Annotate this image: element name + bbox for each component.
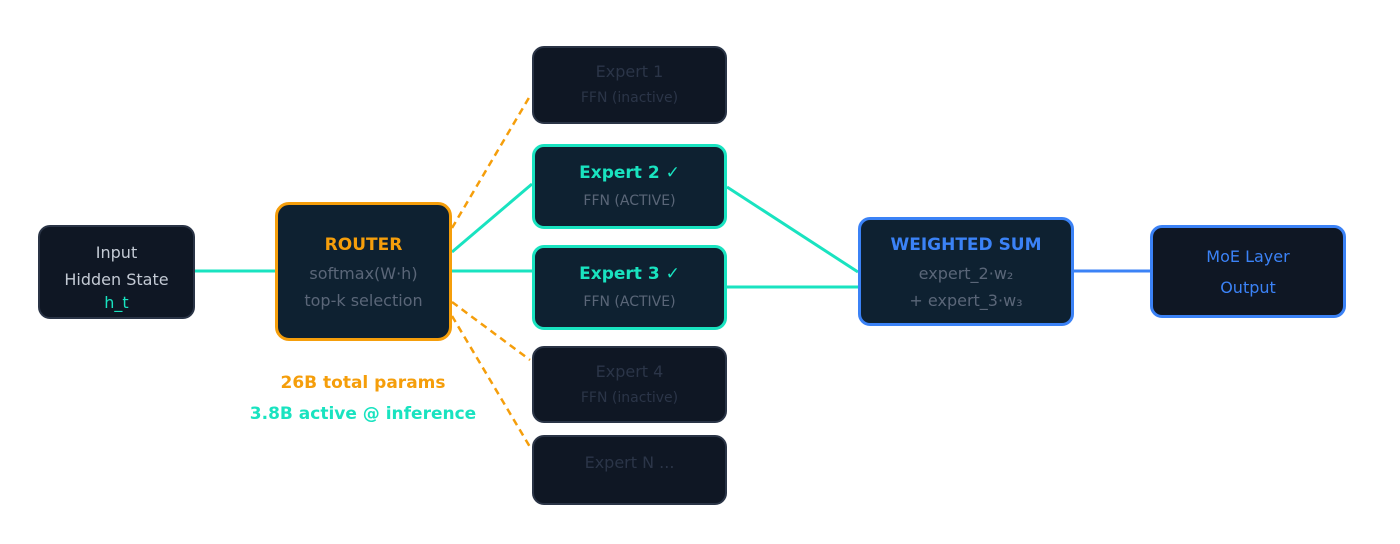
weighted-sum-node: WEIGHTED SUM expert_2·w₂ + expert_3·w₃	[858, 217, 1074, 326]
router-selection: top-k selection	[304, 290, 423, 310]
expert-title: Expert N ...	[584, 453, 675, 472]
weighted-sum-term-1: expert_2·w₂	[918, 263, 1014, 283]
router-formula: softmax(W·h)	[309, 263, 418, 283]
total-params: 26B total params	[280, 373, 446, 393]
expert-3: Expert 3 ✓ FFN (ACTIVE)	[532, 245, 727, 330]
expert-title: Expert 4	[595, 361, 664, 381]
expert-title: Expert 2 ✓	[579, 163, 680, 183]
input-label: Input	[95, 243, 138, 262]
edge-router-expertN	[450, 315, 532, 448]
output-node: MoE Layer Output	[1150, 225, 1346, 318]
edge-expert2-sum	[726, 185, 859, 274]
expert-1: Expert 1 FFN (inactive)	[532, 46, 727, 124]
expert-sub: FFN (ACTIVE)	[583, 193, 676, 209]
expert-title: Expert 1	[595, 62, 664, 81]
output-label: MoE Layer	[1206, 246, 1290, 266]
expert-4: Expert 4 FFN (inactive)	[532, 346, 727, 423]
expert-title: Expert 3 ✓	[579, 264, 680, 284]
input-label-2: Hidden State	[64, 270, 169, 289]
expert-sub: FFN (inactive)	[580, 90, 679, 106]
expert-2: Expert 2 ✓ FFN (ACTIVE)	[532, 144, 727, 229]
router-title: ROUTER	[324, 234, 403, 255]
weighted-sum-title: WEIGHTED SUM	[890, 234, 1042, 255]
expert-sub: FFN (ACTIVE)	[583, 294, 676, 310]
input-node: Input Hidden State h_t	[38, 225, 195, 319]
edge-router-expert2	[451, 182, 533, 254]
edge-router-expert1	[450, 95, 532, 229]
edge-router-expert4	[451, 300, 531, 362]
expert-n: Expert N ...	[532, 435, 727, 505]
output-label-2: Output	[1220, 277, 1276, 297]
active-params: 3.8B active @ inference	[249, 404, 477, 424]
expert-sub: FFN (inactive)	[580, 389, 679, 406]
weighted-sum-term-2: + expert_3·w₃	[909, 290, 1023, 310]
input-symbol: h_t	[104, 293, 129, 312]
router-node: ROUTER softmax(W·h) top-k selection	[275, 202, 452, 341]
